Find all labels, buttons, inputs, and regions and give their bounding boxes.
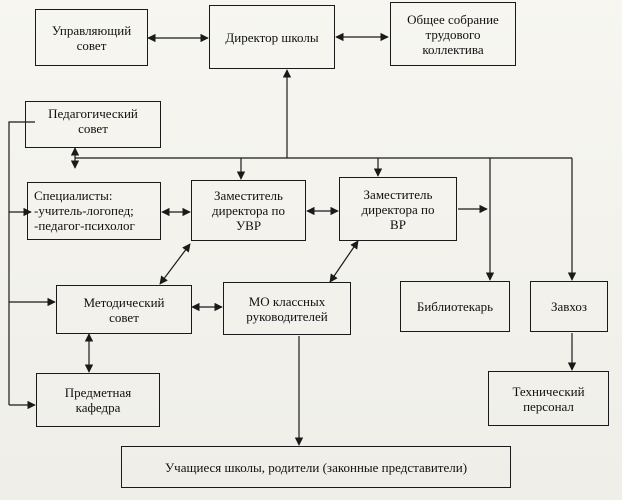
node-label-line: персонал <box>523 398 574 414</box>
node-label-line: -педагог-психолог <box>34 218 135 233</box>
node-label-line: Библиотекарь <box>416 299 494 314</box>
node-label-line: Учащиеся школы, родители (законные предс… <box>164 459 468 475</box>
node-label-line: Управляющий <box>51 22 132 38</box>
node-label-line: директора по <box>212 203 285 218</box>
link-left-spine <box>8 121 35 405</box>
node-label-line: коллектива <box>422 41 484 57</box>
node-label-line: Методический <box>83 294 165 310</box>
node-label-line: Технический <box>512 383 585 399</box>
node-label-line: руководителей <box>246 308 328 324</box>
link-uvr-method <box>159 243 191 285</box>
node-label-line: МО классных <box>248 293 326 309</box>
node-supply-manager: Завхоз <box>530 281 608 332</box>
node-director: Директор школы <box>209 5 335 69</box>
link-vr-mo <box>329 240 359 283</box>
node-label-line: Специалисты: <box>34 188 113 203</box>
node-label-line: трудового <box>425 26 481 42</box>
node-librarian: Библиотекарь <box>400 281 510 332</box>
node-label-line: -учитель-логопед; <box>34 203 134 218</box>
node-label-line: кафедра <box>75 400 121 415</box>
node-students: Учащиеся школы, родители (законные предс… <box>121 446 511 488</box>
node-label-line: Педагогический <box>48 106 138 121</box>
node-label-line: Завхоз <box>550 299 588 314</box>
node-label-line: Предметная <box>64 385 132 400</box>
node-label-line: совет <box>78 121 108 136</box>
node-label-line: директора по <box>361 201 435 217</box>
node-label-line: Директор школы <box>225 29 319 45</box>
node-label-line: УВР <box>235 218 262 233</box>
node-label-line: совет <box>76 37 107 53</box>
node-label-line: Общее собрание <box>407 11 499 27</box>
node-label-line: Заместитель <box>214 188 283 203</box>
node-label-line: Заместитель <box>363 186 433 202</box>
node-label-line: совет <box>109 309 139 325</box>
node-label-line: ВР <box>390 216 406 232</box>
node-specialists: Специалисты:-учитель-логопед;-педагог-пс… <box>27 182 161 240</box>
